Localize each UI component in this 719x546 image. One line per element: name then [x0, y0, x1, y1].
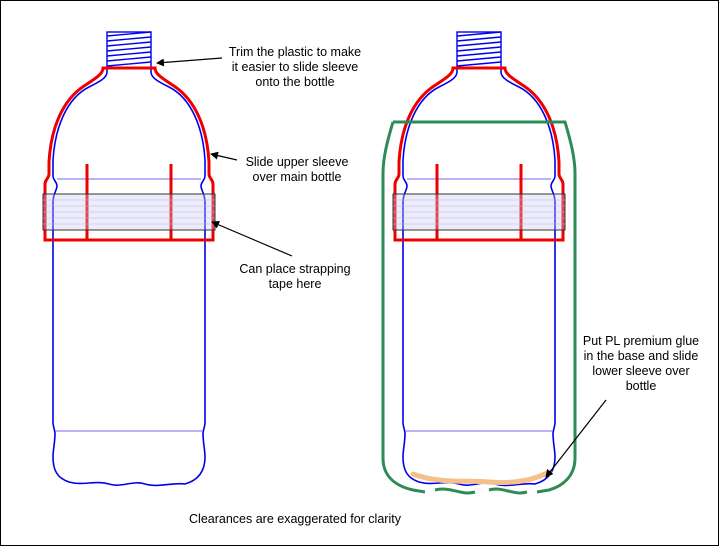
- lower-sleeve: [381, 120, 577, 495]
- bottle-outline: [402, 68, 556, 487]
- clearance-note: Clearances are exaggerated for clarity: [160, 512, 430, 527]
- trim-note-line: Trim the plastic to make: [228, 45, 362, 59]
- glue-arrow: [545, 399, 607, 478]
- upper-sleeve-note: Slide upper sleeve over main bottle: [232, 155, 362, 185]
- trim-note-line: onto the bottle: [255, 75, 335, 89]
- strapping-note: Can place strapping tape here: [225, 262, 365, 292]
- glue-layer: [410, 469, 552, 485]
- glue-note: Put PL premium glue in the base and slid…: [566, 334, 716, 394]
- glue-note-line: Put PL premium glue: [582, 334, 700, 348]
- bottle-cap-threads: [456, 31, 502, 69]
- trim-note-line: it easier to slide sleeve: [231, 60, 359, 74]
- glue-note-line: lower sleeve over: [592, 364, 690, 378]
- clearance-note-text: Clearances are exaggerated for clarity: [189, 512, 401, 526]
- upper-sleeve-note-line: over main bottle: [252, 170, 342, 184]
- glue-note-line: in the base and slide: [583, 349, 699, 363]
- trim-arrow: [156, 57, 223, 67]
- left-bottle: [42, 31, 216, 487]
- strapping-arrow: [211, 221, 293, 257]
- upper-sleeve: [43, 66, 215, 192]
- strapping-note-line: Can place strapping: [239, 262, 351, 276]
- strapping-note-line: tape here: [268, 277, 322, 291]
- upper-sleeve-arrow: [210, 151, 238, 161]
- upper-sleeve-note-line: Slide upper sleeve: [245, 155, 349, 169]
- right-bottle: [381, 31, 577, 495]
- upper-sleeve: [393, 66, 565, 192]
- bottle-cap-threads: [106, 31, 152, 69]
- bottle-outline: [52, 68, 206, 487]
- glue-note-line: bottle: [625, 379, 657, 393]
- trim-note: Trim the plastic to make it easier to sl…: [210, 45, 380, 90]
